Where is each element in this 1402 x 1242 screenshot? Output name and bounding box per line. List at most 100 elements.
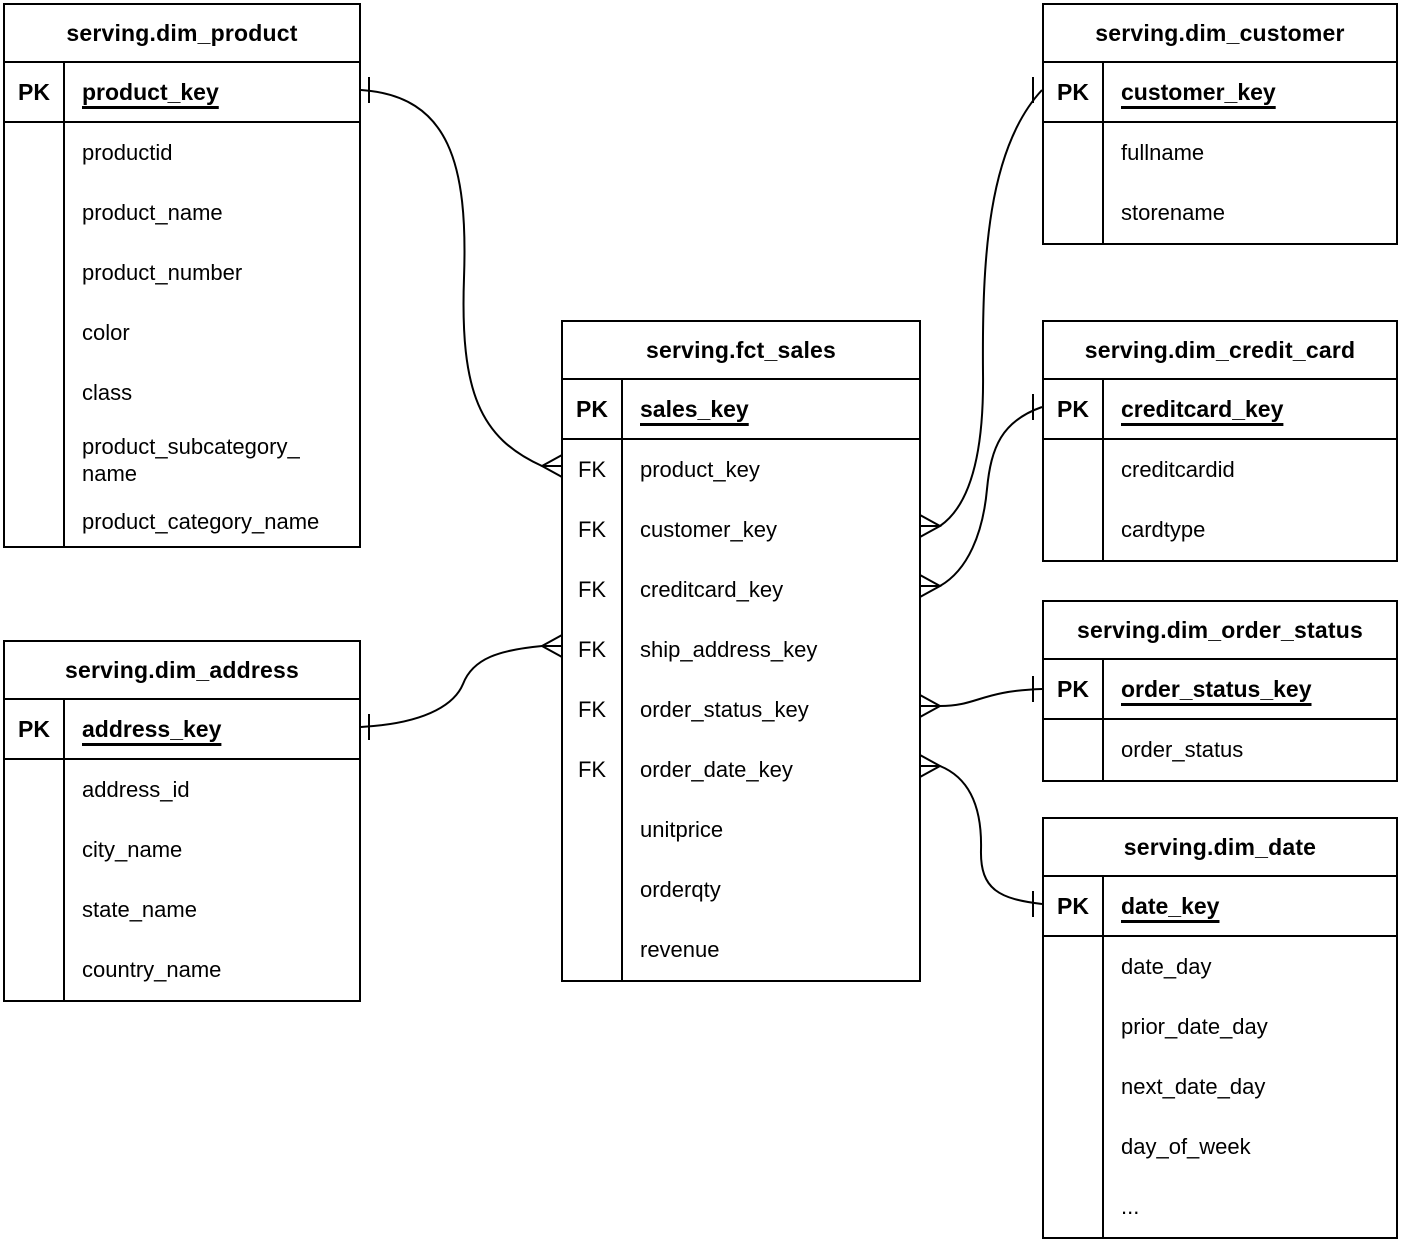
table-title: serving.fct_sales — [563, 322, 919, 380]
relationship-curve — [360, 89, 543, 467]
fk-label: FK — [563, 560, 623, 620]
key-gutter — [5, 940, 65, 1000]
pk-label: PK — [1044, 877, 1104, 935]
key-gutter — [1044, 183, 1104, 243]
field-name: prior_date_day — [1121, 1014, 1268, 1039]
field-name: product_number — [82, 260, 243, 285]
crow-foot-icon — [919, 574, 943, 598]
key-gutter — [563, 920, 623, 980]
pk-row: PK address_key — [5, 700, 359, 760]
table-dim-credit-card: serving.dim_credit_card PK creditcard_ke… — [1042, 320, 1398, 562]
field-row: FK order_status_key — [563, 680, 919, 740]
table-dim-product: serving.dim_product PK product_key produ… — [3, 3, 361, 548]
table-dim-customer: serving.dim_customer PK customer_key ful… — [1042, 3, 1398, 245]
field-row: order_status — [1044, 720, 1396, 780]
field-name: productid — [82, 140, 173, 165]
crow-foot-icon — [919, 754, 943, 778]
fk-label: FK — [563, 620, 623, 680]
field-name: state_name — [82, 897, 197, 922]
crow-foot-icon — [919, 514, 943, 538]
key-gutter — [1044, 440, 1104, 500]
field-row: address_id — [5, 760, 359, 820]
field-name: order_status_key — [640, 697, 809, 722]
field-name: cardtype — [1121, 517, 1206, 542]
field-name: product_name — [82, 200, 223, 225]
field-name: creditcardid — [1121, 457, 1235, 482]
crow-foot-icon — [919, 694, 943, 718]
field-name: next_date_day — [1121, 1074, 1266, 1099]
fk-label: FK — [563, 740, 623, 800]
field-name: ... — [1121, 1194, 1140, 1219]
field-name: date_day — [1121, 954, 1212, 979]
field-name: creditcard_key — [640, 577, 784, 602]
pk-label: PK — [5, 63, 65, 121]
table-title: serving.dim_address — [5, 642, 359, 700]
field-name: country_name — [82, 957, 222, 982]
relationship-order-status — [919, 676, 1043, 718]
pk-label: PK — [563, 380, 623, 438]
field-name: color — [82, 320, 130, 345]
key-gutter — [5, 303, 65, 363]
key-gutter — [1044, 937, 1104, 997]
field-row: prior_date_day — [1044, 997, 1396, 1057]
field-row: orderqty — [563, 860, 919, 920]
table-dim-order-status: serving.dim_order_status PK order_status… — [1042, 600, 1398, 782]
field-row: creditcardid — [1044, 440, 1396, 500]
key-gutter — [5, 497, 65, 546]
table-dim-date: serving.dim_date PK date_key date_day pr… — [1042, 817, 1398, 1239]
field-row: FK customer_key — [563, 500, 919, 560]
fk-label: FK — [563, 500, 623, 560]
key-gutter — [1044, 720, 1104, 780]
key-gutter — [5, 183, 65, 243]
crow-foot-icon — [539, 454, 563, 478]
field-name: class — [82, 380, 133, 405]
key-gutter — [5, 880, 65, 940]
relationship-product — [360, 77, 563, 478]
field-name: fullname — [1121, 140, 1205, 165]
field-row: class — [5, 363, 359, 423]
field-row: date_day — [1044, 937, 1396, 997]
field-name: orderqty — [640, 877, 721, 902]
table-title: serving.dim_customer — [1044, 5, 1396, 63]
pk-field-name: date_key — [1121, 892, 1220, 919]
relationship-curve — [360, 645, 543, 728]
pk-row: PK date_key — [1044, 877, 1396, 937]
relationship-date — [919, 754, 1043, 917]
key-gutter — [1044, 1117, 1104, 1177]
field-row: revenue — [563, 920, 919, 980]
field-row: productid — [5, 123, 359, 183]
field-row: product_subcategory_ name — [5, 423, 359, 497]
field-row: storename — [1044, 183, 1396, 243]
field-row: country_name — [5, 940, 359, 1000]
relationship-curve — [939, 89, 1043, 527]
pk-row: PK creditcard_key — [1044, 380, 1396, 440]
field-row: product_number — [5, 243, 359, 303]
relationship-curve — [939, 406, 1043, 587]
field-name: customer_key — [640, 517, 777, 542]
field-row: fullname — [1044, 123, 1396, 183]
field-row: cardtype — [1044, 500, 1396, 560]
pk-field-name: address_key — [82, 715, 222, 742]
crow-foot-icon — [539, 634, 563, 658]
relationship-customer — [919, 77, 1043, 538]
field-name: storename — [1121, 200, 1225, 225]
field-name: product_subcategory_ name — [82, 434, 300, 486]
field-row: next_date_day — [1044, 1057, 1396, 1117]
table-title: serving.dim_order_status — [1044, 602, 1396, 660]
field-row: product_name — [5, 183, 359, 243]
key-gutter — [1044, 500, 1104, 560]
key-gutter — [1044, 123, 1104, 183]
table-title: serving.dim_credit_card — [1044, 322, 1396, 380]
field-row: unitprice — [563, 800, 919, 860]
fk-label: FK — [563, 680, 623, 740]
fk-label: FK — [563, 440, 623, 500]
field-name: unitprice — [640, 817, 724, 842]
key-gutter — [5, 820, 65, 880]
field-name: city_name — [82, 837, 183, 862]
relationship-address — [360, 634, 563, 740]
field-row: FK ship_address_key — [563, 620, 919, 680]
field-row: FK order_date_key — [563, 740, 919, 800]
pk-row: PK order_status_key — [1044, 660, 1396, 720]
pk-label: PK — [1044, 63, 1104, 121]
